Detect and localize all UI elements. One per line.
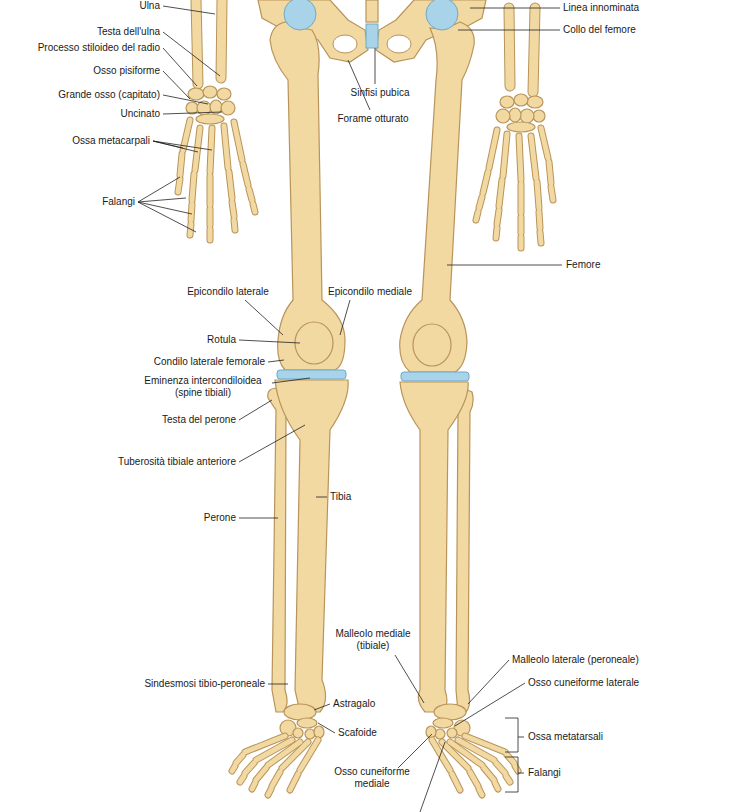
part-label: Testa dell'ulna [97, 26, 160, 38]
part-label: Forame otturato [337, 113, 408, 125]
part-label: Collo del femore [563, 24, 636, 36]
part-label: Osso cuneiforme laterale [528, 677, 639, 689]
part-label: Tibia [330, 491, 351, 503]
part-label: Malleolo laterale (peroneale) [512, 654, 639, 666]
part-label: Osso cuneiforme mediale [332, 766, 412, 790]
part-label: Rotula [207, 334, 236, 346]
part-label: Femore [566, 259, 600, 271]
part-label: Sindesmosi tibio-peroneale [144, 678, 265, 690]
part-label: Epicondilo laterale [187, 286, 269, 298]
part-label: Ossa metatarsali [528, 731, 603, 743]
part-label: Falangi [528, 767, 561, 779]
part-label: Uncinato [121, 108, 160, 120]
part-label: Epicondilo mediale [328, 286, 412, 298]
part-label: Malleolo mediale (tibiale) [328, 628, 418, 652]
part-label: Osso pisiforme [93, 65, 160, 77]
leader-lines [138, 6, 562, 812]
part-label: Processo stiloideo del radio [38, 42, 160, 54]
part-label: Sinfisi pubica [351, 87, 410, 99]
part-label: Linea innominata [563, 2, 639, 14]
part-label: Ossa metacarpali [72, 135, 150, 147]
part-label: Testa del perone [162, 414, 236, 426]
part-label: Condilo laterale femorale [154, 356, 265, 368]
part-label: Falangi [102, 196, 135, 208]
part-label: Tuberosità tibiale anteriore [118, 456, 236, 468]
part-label: Ulna [139, 0, 160, 12]
part-label: Perone [204, 512, 236, 524]
part-label: Astragalo [333, 698, 375, 710]
part-label: Scafoide [338, 727, 377, 739]
part-label: Grande osso (capitato) [58, 89, 160, 101]
part-label: Eminenza intercondiloidea (spine tibiali… [138, 375, 268, 399]
